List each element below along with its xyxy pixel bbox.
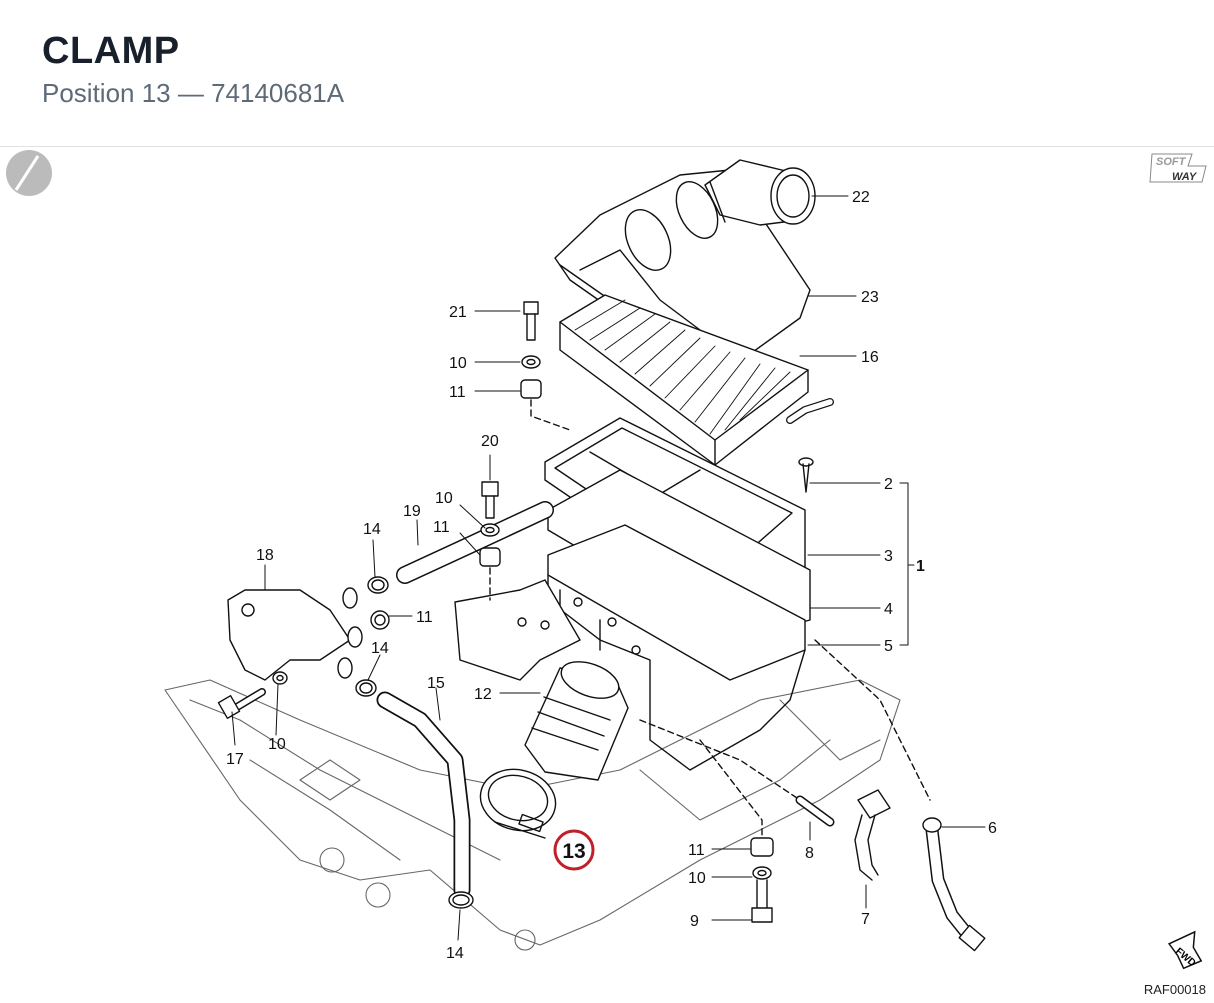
callout-10-bottom: 10 <box>688 870 706 887</box>
clamp-13 <box>479 768 557 839</box>
callout-22: 22 <box>852 189 870 206</box>
callout-14-top: 14 <box>363 521 381 538</box>
callout-11-top: 11 <box>449 384 466 401</box>
diagram-reference: RAF00018 <box>1143 982 1206 997</box>
callout-7: 7 <box>861 911 870 928</box>
washer-10-top <box>521 355 541 369</box>
callout-5: 5 <box>884 638 893 655</box>
small-clamp-14a <box>367 576 389 594</box>
softway-logo: SOFT WAY <box>1149 153 1207 183</box>
drain-part-7 <box>854 789 891 881</box>
callout-8: 8 <box>805 845 814 862</box>
pin-8 <box>795 795 835 827</box>
highlighted-callout-13[interactable]: 13 <box>553 829 595 871</box>
intake-snorkel <box>704 159 816 226</box>
hose-19-inner <box>397 502 553 583</box>
callout-14-mid: 14 <box>371 640 389 657</box>
drain-hose-6 <box>922 817 986 952</box>
screw-2 <box>798 457 814 493</box>
callout-11-bottom: 11 <box>688 842 705 859</box>
callout-10-mid: 10 <box>435 490 453 507</box>
grommet-11-top <box>520 379 542 399</box>
small-clamp-14b <box>355 679 377 697</box>
callout-10-left: 10 <box>268 736 286 753</box>
airbox-bracket <box>454 579 581 681</box>
bolt-17 <box>217 688 266 719</box>
page-subtitle: Position 13 — 74140681A <box>42 78 345 108</box>
callout-21: 21 <box>449 304 467 321</box>
catalog-icon <box>6 150 52 196</box>
page-header: CLAMP Position 13 — 74140681A <box>0 0 1214 147</box>
callout-18: 18 <box>256 547 274 564</box>
callout-labels: 22 23 16 21 10 11 2 3 1 4 5 20 10 11 19 … <box>226 189 997 962</box>
page-title: CLAMP <box>42 30 180 72</box>
bolt-21 <box>523 301 539 341</box>
grommet-11-mid <box>370 610 390 630</box>
callout-4: 4 <box>884 601 893 618</box>
callout-13-label: 13 <box>562 840 585 863</box>
washer-10-left <box>272 671 288 685</box>
callout-2: 2 <box>884 476 893 493</box>
frame-outline <box>164 679 901 951</box>
washer-10-mid <box>480 523 500 537</box>
forward-arrow-icon: FWD <box>1167 930 1203 970</box>
callout-1: 1 <box>916 558 925 575</box>
callout-17: 17 <box>226 751 244 768</box>
airbox-lower <box>547 469 811 771</box>
logo-text-soft: SOFT <box>1156 156 1187 168</box>
throttle-bracket <box>227 587 363 681</box>
callout-19: 19 <box>403 503 421 520</box>
callout-20: 20 <box>481 433 499 450</box>
grommet-11-mid2 <box>479 547 501 567</box>
logo-text-way: WAY <box>1172 171 1198 183</box>
air-filter <box>559 294 809 466</box>
callout-12: 12 <box>474 686 492 703</box>
callout-9: 9 <box>690 913 699 930</box>
callout-11-left: 11 <box>416 609 433 626</box>
callout-23: 23 <box>861 289 879 306</box>
rubber-boot <box>524 661 629 781</box>
bolt-20 <box>481 481 499 519</box>
callout-6: 6 <box>988 820 997 837</box>
callout-11-mid: 11 <box>433 519 450 536</box>
callout-3: 3 <box>884 548 893 565</box>
washer-10-bottom <box>752 866 772 880</box>
callout-14-bottom: 14 <box>446 945 464 962</box>
parts-diagram: 22 23 16 21 10 11 2 3 1 4 5 20 10 11 19 … <box>6 150 1203 970</box>
small-clamp-14c <box>448 891 474 909</box>
bolt-9 <box>751 879 773 923</box>
grommet-11-bottom <box>750 837 774 857</box>
callout-10-top: 10 <box>449 355 467 372</box>
callout-15: 15 <box>427 675 445 692</box>
callout-16: 16 <box>861 349 879 366</box>
